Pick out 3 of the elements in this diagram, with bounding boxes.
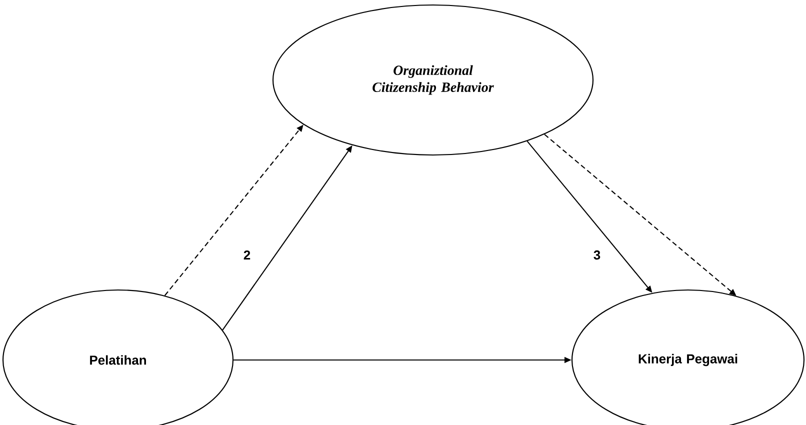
edge-label: 3	[594, 250, 600, 260]
ellipse-node: Organiztional Citizenship Behavior	[272, 4, 594, 156]
edge-label: 2	[244, 250, 250, 260]
